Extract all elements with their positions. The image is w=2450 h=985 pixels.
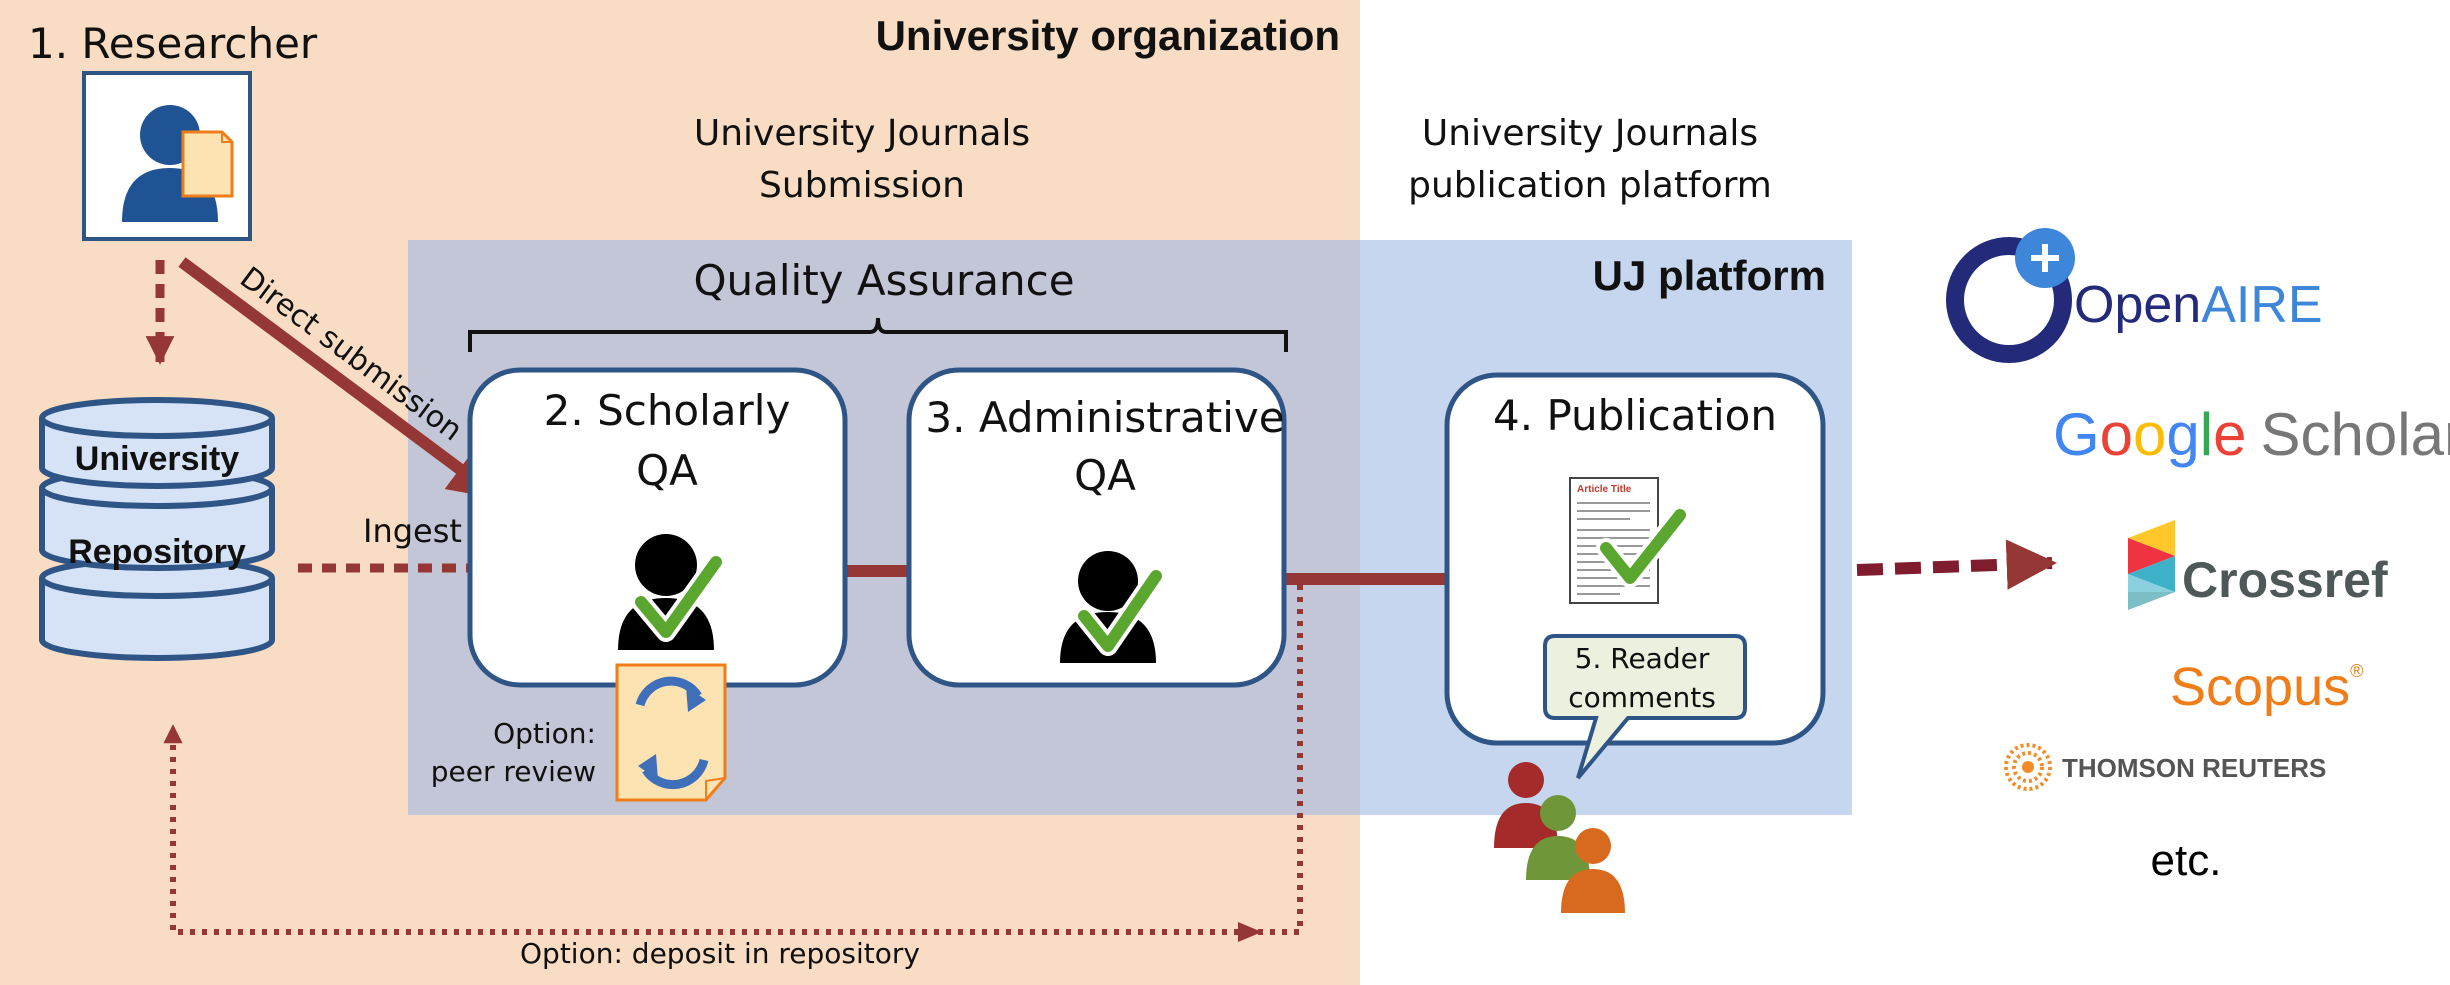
google-letter-5: l — [2200, 401, 2213, 468]
university-repository-icon — [39, 397, 275, 661]
administrative-qa-title-line1: 3. Administrative — [925, 393, 1284, 442]
reader-comments-line1: 5. Reader — [1575, 642, 1710, 675]
openaire-aire: AIRE — [2201, 276, 2322, 334]
scholarly-qa-title-line2: QA — [636, 446, 698, 495]
reviewer-approved-icon — [618, 534, 726, 650]
publication-platform-heading-line1: University Journals — [1422, 113, 1758, 154]
researcher-icon — [82, 71, 252, 241]
repository-label-line2: Repository — [68, 533, 246, 571]
administrative-qa-box — [906, 367, 1287, 688]
google-letter-6: e — [2213, 401, 2246, 468]
google-letter-1: G — [2053, 401, 2100, 468]
quality-assurance-brace — [468, 317, 1288, 352]
deposit-arrow-midpoint-head — [1238, 922, 1262, 942]
peer-review-option-line1: Option: — [493, 717, 596, 750]
peer-review-cycle-icon — [615, 663, 727, 802]
etc-label: etc. — [2151, 836, 2222, 885]
administrator-approved-icon — [1060, 551, 1166, 663]
submission-heading-line1: University Journals — [694, 113, 1030, 154]
direct-submission-arrow — [178, 257, 501, 501]
openaire-text: OpenAIRE — [2074, 276, 2323, 334]
reader-comments-line2: comments — [1568, 681, 1716, 714]
administrative-qa-title-line2: QA — [1074, 451, 1136, 500]
publication-to-indexers-arrow — [1856, 539, 2058, 590]
reader-comments-bubble — [1543, 634, 1747, 780]
published-article-icon: Article Title — [1569, 477, 1690, 604]
quality-assurance-label: Quality Assurance — [693, 256, 1074, 305]
crossref-logo: Crossref — [2128, 520, 2388, 610]
scopus-word: Scopus — [2170, 657, 2350, 717]
publication-platform-heading-line2: publication platform — [1408, 165, 1772, 206]
researcher-label: 1. Researcher — [28, 19, 318, 68]
scopus-logo: Scopus® — [2170, 657, 2363, 717]
scholarly-qa-title-line1: 2. Scholarly — [544, 386, 791, 435]
peer-review-option-line2: peer review — [431, 755, 596, 788]
university-organization-title: University organization — [876, 12, 1340, 59]
openaire-open: Open — [2074, 276, 2201, 334]
ingest-label: Ingest — [363, 512, 462, 550]
deposit-option-label: Option: deposit in repository — [520, 937, 920, 970]
deposit-in-repository-arrow — [163, 585, 1303, 935]
thomson-reuters-logo: THOMSON REUTERS — [2004, 743, 2326, 791]
article-thumbnail-title: Article Title — [1577, 484, 1632, 495]
readers-group-icon — [1494, 762, 1625, 913]
scopus-registered-mark: ® — [2350, 661, 2363, 681]
openaire-logo: OpenAIRE — [1946, 228, 2323, 363]
google-letter-4: g — [2166, 401, 2199, 468]
repository-label-line1: University — [75, 440, 239, 478]
google-letter-2: o — [2100, 401, 2133, 468]
submission-heading-line2: Submission — [759, 165, 965, 206]
thomson-reuters-text: THOMSON REUTERS — [2062, 753, 2326, 783]
google-letter-3: o — [2133, 401, 2166, 468]
publication-title: 4. Publication — [1493, 391, 1777, 440]
crossref-text: Crossref — [2182, 552, 2388, 608]
uj-platform-title: UJ platform — [1593, 252, 1826, 299]
scholar-word: Scholar — [2261, 401, 2450, 468]
